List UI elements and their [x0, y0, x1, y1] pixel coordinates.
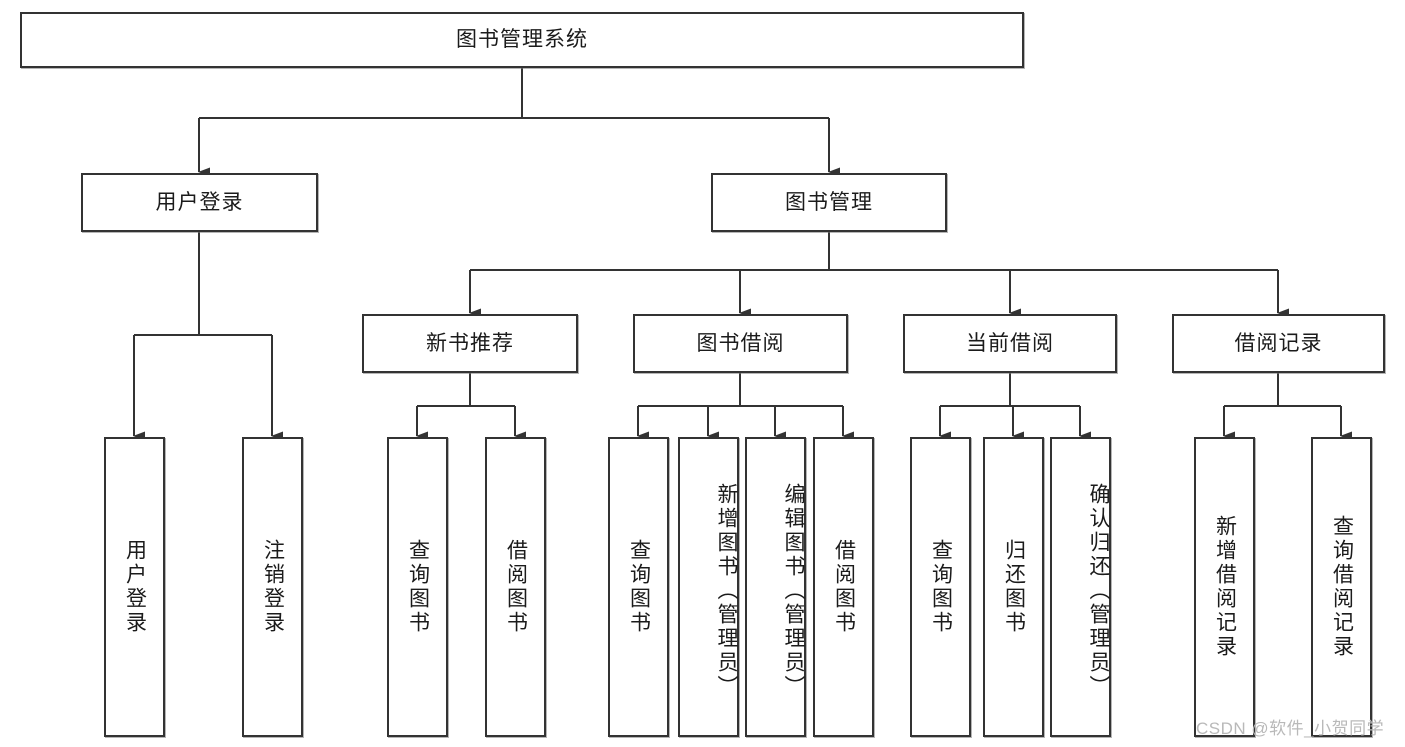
node-leaves-6-编辑图书管理员: 编辑图书（管理员）	[745, 437, 806, 737]
edge-layer	[133, 68, 1352, 441]
node-leaves-11-新增借阅记录: 新增借阅记录	[1194, 437, 1255, 737]
node-leaves-9-归还图书: 归还图书	[983, 437, 1044, 737]
node-leaves-2-查询图书: 查询图书	[387, 437, 448, 737]
node-l3-2-当前借阅: 当前借阅	[903, 314, 1117, 373]
node-leaves-0-用户登录: 用户登录	[104, 437, 165, 737]
node-leaves-1-注销登录: 注销登录	[242, 437, 303, 737]
node-l3-3-借阅记录: 借阅记录	[1172, 314, 1385, 373]
node-l2-1-图书管理: 图书管理	[711, 173, 947, 232]
node-leaves-3-借阅图书: 借阅图书	[485, 437, 546, 737]
node-l3-1-图书借阅: 图书借阅	[633, 314, 848, 373]
node-l3-0-新书推荐: 新书推荐	[362, 314, 578, 373]
node-leaves-8-查询图书: 查询图书	[910, 437, 971, 737]
node-root-0-图书管理系统: 图书管理系统	[20, 12, 1024, 68]
node-leaves-12-查询借阅记录: 查询借阅记录	[1311, 437, 1372, 737]
node-leaves-5-新增图书管理员: 新增图书（管理员）	[678, 437, 739, 737]
node-leaves-7-借阅图书: 借阅图书	[813, 437, 874, 737]
node-l2-0-用户登录: 用户登录	[81, 173, 318, 232]
node-leaves-4-查询图书: 查询图书	[608, 437, 669, 737]
node-leaves-10-确认归还管理员: 确认归还（管理员）	[1050, 437, 1111, 737]
